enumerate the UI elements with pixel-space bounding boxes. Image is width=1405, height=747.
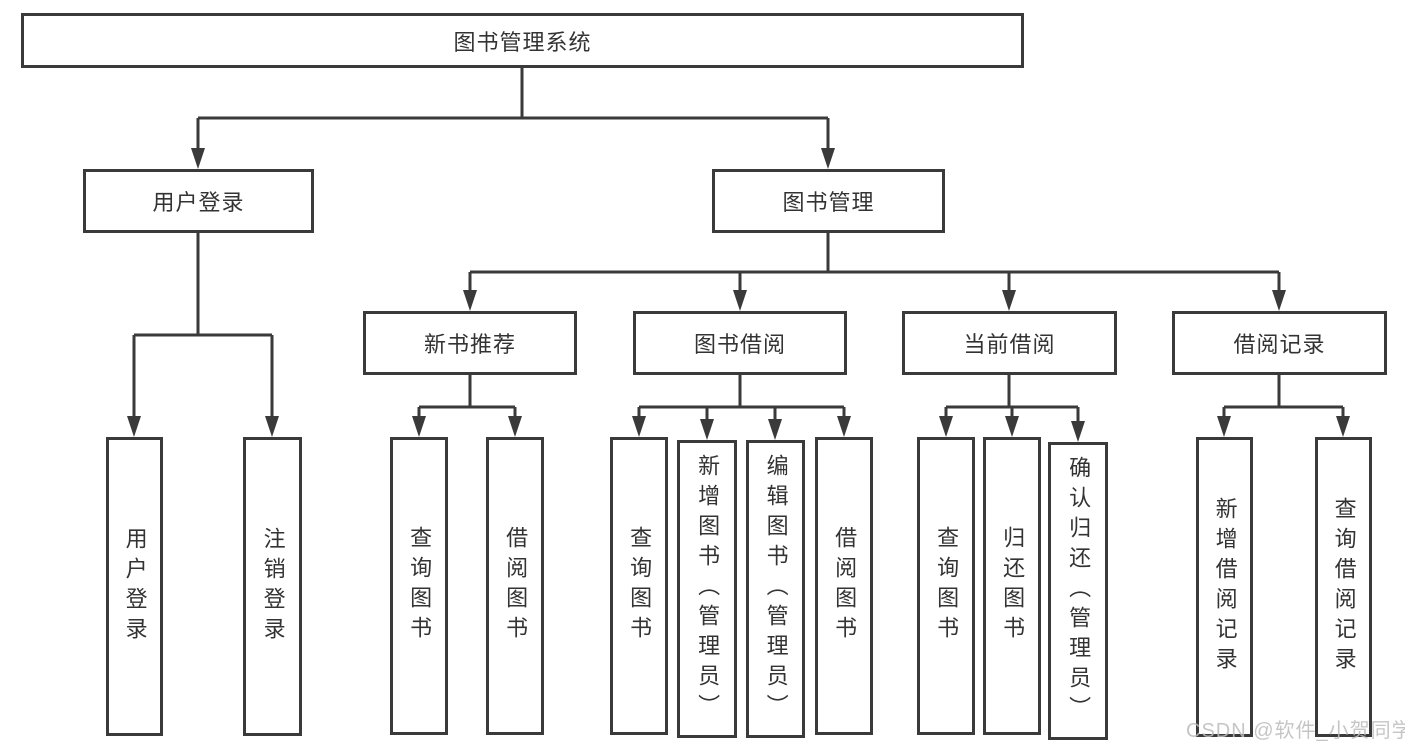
arrowhead: [939, 416, 953, 437]
leaf-newbook-borrow-books: 借阅图书: [486, 437, 544, 735]
node-book-management: 图书管理: [712, 169, 945, 233]
arrowhead: [733, 290, 747, 311]
node-user-login: 用户登录: [83, 169, 314, 233]
arrowhead: [1005, 416, 1019, 437]
node-root: 图书管理系统: [21, 13, 1024, 68]
leaf-borrow-borrow-books-label: 借阅图书: [832, 526, 858, 646]
node-book-borrow: 图书借阅: [633, 311, 847, 375]
arrowhead: [127, 416, 141, 437]
arrowhead: [700, 419, 714, 440]
leaf-newbook-query-books-label: 查询图书: [407, 526, 433, 646]
connector-lines: [417, 375, 517, 418]
connector-book-borrow-to-leaves: [632, 375, 851, 440]
arrowhead: [1002, 290, 1016, 311]
leaf-records-query-record: 查询借阅记录: [1315, 437, 1372, 737]
connector-borrow-records-to-leaves: [1217, 375, 1350, 437]
node-book-borrow-label: 图书借阅: [693, 332, 786, 357]
leaf-borrow-edit-books-admin: 编辑图书（管理员）: [746, 440, 805, 738]
leaf-borrow-query-books-label: 查询图书: [627, 526, 653, 646]
arrowhead: [632, 416, 646, 437]
connector-lines: [1222, 375, 1345, 418]
arrowhead: [463, 290, 477, 311]
csdn-watermark: CSDN @软件_小贺同学: [1186, 720, 1405, 742]
leaf-borrow-borrow-books: 借阅图书: [815, 437, 873, 735]
arrowhead: [837, 416, 851, 437]
connector-new-book-recommend-to-leaves: [412, 375, 522, 437]
leaf-records-add-record: 新增借阅记录: [1196, 437, 1253, 737]
leaf-current-return-books-label: 归还图书: [1000, 526, 1026, 646]
leaf-current-confirm-return-admin-label: 确认归还（管理员）: [1066, 456, 1092, 726]
node-current-borrow: 当前借阅: [902, 311, 1117, 375]
connector-lines: [132, 233, 274, 418]
arrowhead: [508, 416, 522, 437]
connector-root-to-level2: [191, 68, 835, 169]
node-new-book-recommend: 新书推荐: [363, 311, 577, 375]
arrowhead: [768, 419, 782, 440]
arrowhead: [1272, 290, 1286, 311]
node-root-label: 图书管理系统: [453, 29, 592, 55]
node-user-login-label: 用户登录: [152, 190, 245, 215]
arrowhead: [191, 148, 205, 169]
leaf-current-query-books: 查询图书: [917, 437, 975, 735]
leaf-current-return-books: 归还图书: [983, 437, 1041, 735]
connector-lines: [637, 375, 846, 421]
node-current-borrow-label: 当前借阅: [963, 332, 1056, 357]
arrowhead: [1217, 416, 1231, 437]
leaf-logout: 注销登录: [243, 437, 302, 736]
leaf-logout-label: 注销登录: [260, 526, 286, 647]
leaf-records-add-record-label: 新增借阅记录: [1212, 497, 1238, 677]
connector-current-borrow-to-leaves: [939, 375, 1085, 442]
leaf-newbook-borrow-books-label: 借阅图书: [503, 526, 529, 646]
connector-lines: [196, 68, 830, 150]
leaf-user-login: 用户登录: [106, 437, 163, 736]
connector-lines: [944, 375, 1080, 423]
node-borrow-records: 借阅记录: [1172, 311, 1387, 375]
leaf-current-query-books-label: 查询图书: [934, 526, 960, 646]
leaf-borrow-query-books: 查询图书: [610, 437, 668, 735]
node-new-book-recommend-label: 新书推荐: [423, 332, 516, 357]
arrowhead: [265, 416, 279, 437]
arrowhead: [1336, 416, 1350, 437]
arrowhead: [1071, 421, 1085, 442]
leaf-borrow-edit-books-admin-label: 编辑图书（管理员）: [763, 454, 789, 724]
leaf-current-confirm-return-admin: 确认归还（管理员）: [1048, 442, 1108, 740]
connector-lines: [468, 233, 1281, 293]
node-book-management-label: 图书管理: [782, 190, 875, 215]
leaf-borrow-add-books-admin: 新增图书（管理员）: [677, 440, 737, 738]
leaf-user-login-label: 用户登录: [122, 526, 148, 647]
leaf-records-query-record-label: 查询借阅记录: [1331, 497, 1357, 677]
leaf-newbook-query-books: 查询图书: [390, 437, 448, 735]
connector-book-management-to-level3: [463, 233, 1286, 311]
connector-user-login-to-leaves: [127, 233, 279, 437]
node-borrow-records-label: 借阅记录: [1233, 332, 1326, 357]
arrowhead: [821, 148, 835, 169]
arrowhead: [412, 416, 426, 437]
leaf-borrow-add-books-admin-label: 新增图书（管理员）: [695, 454, 721, 724]
